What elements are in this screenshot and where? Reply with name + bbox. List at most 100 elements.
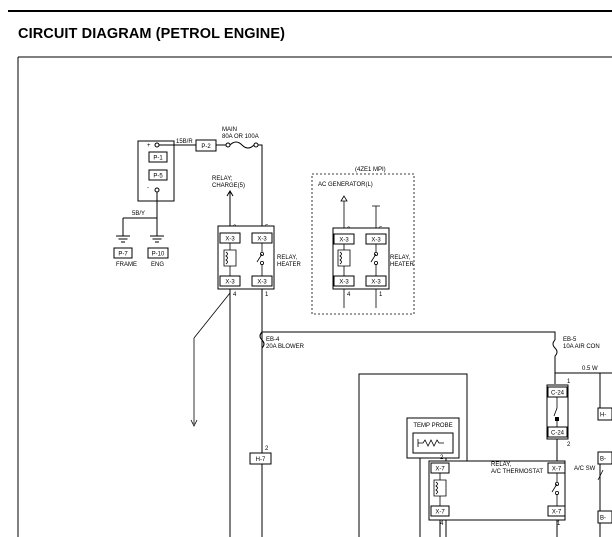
connector-p10 xyxy=(147,247,169,259)
mpi-dashed-box xyxy=(311,173,415,315)
thermostat-label-1: RELAY, xyxy=(491,462,511,468)
wire-15br-label: 15B/R xyxy=(176,139,193,145)
relay-heater-pin1: 1 xyxy=(265,292,269,298)
fuse-eb4-label-2: 20A BLOWER xyxy=(266,344,305,350)
relay-heater-pin4: 4 xyxy=(233,292,237,298)
connector-p1-label: P-1 xyxy=(153,156,163,162)
mpi-x3-bl-label: X-3 xyxy=(339,280,349,286)
ac-sw-label: A/C SW xyxy=(574,466,596,472)
c24-bottom xyxy=(547,426,568,438)
main-fuse-label-1: MAIN xyxy=(222,127,237,133)
main-fuse-link xyxy=(229,141,255,149)
thermostat-contact-a xyxy=(555,481,560,486)
connector-p5-label: P-5 xyxy=(153,174,163,180)
relay-heater-x3-bl-label: X-3 xyxy=(225,280,235,286)
diagram-frame xyxy=(17,56,612,537)
connector-p7-label: P-7 xyxy=(118,252,128,258)
mpi-x3-tr-label: X-3 xyxy=(371,238,381,244)
wire-bus-eb5 xyxy=(262,331,556,340)
thermostat-label-2: A/C THERMOSTAT xyxy=(491,469,543,475)
relay-heater-contact-b xyxy=(259,260,264,265)
mpi-relay-switch-blade xyxy=(370,253,377,263)
thermostat-x7-br xyxy=(547,505,566,517)
c24-pin2: 2 xyxy=(567,442,571,448)
mpi-wires-bottom xyxy=(343,289,377,308)
mpi-x3-tl-label: X-3 xyxy=(339,238,349,244)
fuse-eb4-symbol xyxy=(259,331,265,349)
ac-sw-blade xyxy=(597,469,604,481)
mpi-wire-pin5 xyxy=(372,205,380,228)
mpi-relay-coil-winding xyxy=(339,251,342,265)
mpi-relay-contact-b xyxy=(373,260,378,265)
relay-thermostat-box xyxy=(428,460,566,521)
temp-probe-label: TEMP PROBE xyxy=(413,423,452,429)
relay-charge-label-1: RELAY; xyxy=(212,176,233,182)
thermostat-x7-bl xyxy=(430,505,450,517)
relay-heater-coil xyxy=(223,243,237,276)
connector-b-bottom-label: B- xyxy=(600,516,606,522)
c24-bottom-label: C-24 xyxy=(551,431,565,437)
main-fuse-label-2: 80A OR 100A xyxy=(222,134,259,140)
relay-heater-x3-br-label: X-3 xyxy=(257,280,267,286)
mpi-relay-label-2: HEATER xyxy=(390,262,415,268)
connector-p5 xyxy=(148,169,168,181)
header-rule xyxy=(8,10,612,12)
page-title: CIRCUIT DIAGRAM (PETROL ENGINE) xyxy=(18,26,286,42)
thermostat-pin4: 4 xyxy=(440,521,444,527)
fuse-eb4-label-1: EB-4 xyxy=(266,337,280,343)
wire-main-to-relay xyxy=(258,144,263,226)
connector-p7 xyxy=(113,247,133,259)
thermostat-switch-blade xyxy=(551,483,558,493)
relay-heater-label-1: RELAY, xyxy=(277,255,297,261)
connector-b-top-label: B- xyxy=(600,457,606,463)
c24-top xyxy=(547,386,568,398)
relay-heater-switch-blade xyxy=(256,253,263,263)
wiring-frame-inner xyxy=(358,373,468,537)
connector-h7 xyxy=(249,452,272,465)
mpi-generator-label: AC GENERATOR(L) xyxy=(318,182,373,188)
thermostat-x7-tr xyxy=(547,462,566,474)
ground-eng-label: ENG xyxy=(151,262,164,268)
thermostat-coil xyxy=(433,473,447,506)
c24-top-label: C-24 xyxy=(551,391,565,397)
mpi-x3-bl xyxy=(333,275,355,287)
h7-pin-label: 2 xyxy=(265,446,269,452)
main-fuse-terminal-a xyxy=(225,142,231,148)
mpi-pin4: 4 xyxy=(347,292,351,298)
connector-b-top xyxy=(597,451,612,465)
temp-probe-resistor xyxy=(417,439,444,447)
mpi-pin1: 1 xyxy=(379,292,383,298)
battery-plus-label: + xyxy=(147,143,151,149)
relay-heater-coil-winding xyxy=(225,251,228,265)
fuse-eb5-label-1: EB-5 xyxy=(563,337,577,343)
thermostat-coil-winding xyxy=(435,481,438,495)
relay-charge-arrow-head xyxy=(226,190,234,197)
ac-sw-wires xyxy=(599,451,612,537)
connector-h-cut-label: H- xyxy=(600,413,606,419)
wire-5by-label: 5B/Y xyxy=(132,211,145,217)
ground-symbol-frame xyxy=(116,218,130,243)
mpi-x3-br-label: X-3 xyxy=(371,280,381,286)
ground-symbol-eng xyxy=(150,235,164,243)
mpi-generator-arrow xyxy=(340,195,348,202)
connector-p10-label: P-10 xyxy=(152,252,165,258)
fuse-eb5-symbol xyxy=(552,339,558,357)
relay-heater-label-2: HEATER xyxy=(277,262,302,268)
thermostat-x7-bl-label: X-7 xyxy=(435,510,445,516)
thermostat-x7-br-label: X-7 xyxy=(552,510,562,516)
connector-h7-label: H-7 xyxy=(256,457,266,463)
fuse-eb5-label-2: 10A AIR CON xyxy=(563,344,600,350)
connector-h-cut xyxy=(597,407,612,421)
relay-heater-contact-a xyxy=(259,251,264,256)
connector-p1 xyxy=(148,151,168,163)
relay-heater-x3-br xyxy=(251,275,273,287)
mpi-relay-contact-a xyxy=(373,251,378,256)
connector-b-bottom xyxy=(597,510,612,524)
relay-heater-x3-tl-label: X-3 xyxy=(225,237,235,243)
thermostat-wires-bottom xyxy=(439,520,558,537)
thermostat-x7-tr-label: X-7 xyxy=(552,467,562,473)
mpi-x3-br xyxy=(365,275,387,287)
thermostat-contact-b xyxy=(555,490,560,495)
arrow-down-head xyxy=(190,419,198,427)
